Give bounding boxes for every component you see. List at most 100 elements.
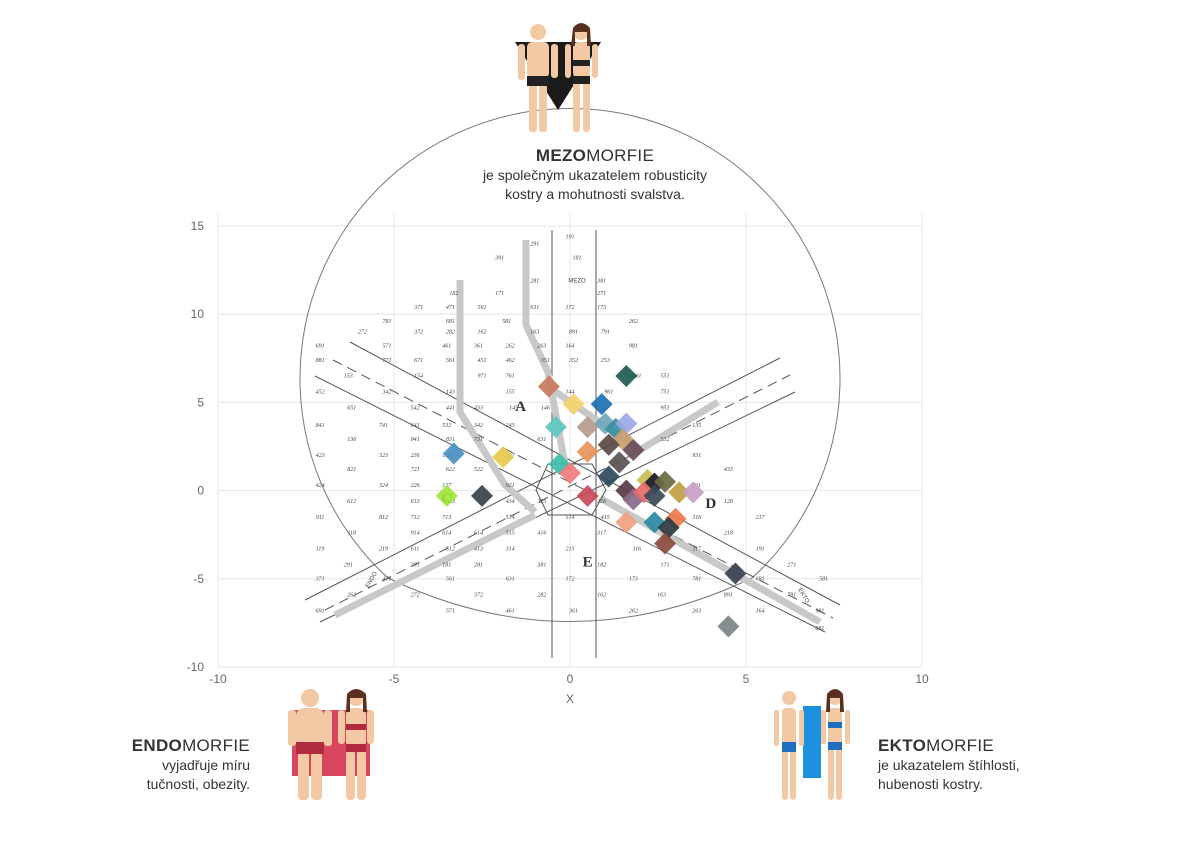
somatotype-code-label: 391: [494, 256, 504, 262]
data-point[interactable]: [576, 416, 599, 439]
somatotype-code-label: 761: [506, 374, 515, 380]
somatotype-code-label: 961: [604, 390, 613, 396]
data-point[interactable]: [597, 433, 620, 456]
data-point[interactable]: [615, 412, 638, 435]
somatotype-code-label: 191: [566, 234, 575, 240]
somatotype-code-label: 452: [316, 389, 325, 396]
data-point[interactable]: [590, 393, 613, 416]
somatotype-code-label: 931: [692, 453, 701, 459]
data-point[interactable]: [654, 532, 677, 555]
somatotype-code-label: 691: [316, 608, 325, 614]
ektomorphy-text-line-2: hubenosti kostry.: [878, 776, 983, 792]
data-point[interactable]: [643, 484, 666, 507]
somatotype-code-label: 571: [446, 608, 455, 614]
somatotype-code-label: 741: [379, 422, 388, 429]
somatotype-code-label: 272: [411, 592, 420, 598]
data-point[interactable]: [622, 439, 645, 462]
data-point[interactable]: [576, 440, 599, 463]
y-tick-label: 15: [191, 219, 205, 233]
somatotype-code-label: 282: [446, 330, 455, 336]
somatotype-code-label: 163: [530, 330, 539, 336]
endomorphy-title: ENDOMORFIE: [131, 736, 250, 755]
data-point[interactable]: [435, 484, 458, 507]
somatotype-code-label: 451: [478, 357, 487, 364]
data-point[interactable]: [492, 446, 515, 469]
somatotype-code-label: 145: [509, 404, 518, 411]
somatotype-code-label: 372: [473, 592, 483, 598]
somatotype-code-label: 471: [382, 576, 391, 583]
somatotype-code-label: 316: [691, 515, 701, 521]
data-point[interactable]: [471, 484, 493, 507]
somatotype-code-label: 391: [410, 562, 420, 568]
data-point[interactable]: [544, 416, 567, 439]
somatotype-code-label: 981: [629, 344, 638, 350]
somatotype-code-label: 136: [347, 437, 356, 443]
endo-axis-line-1: [304, 357, 781, 601]
data-point[interactable]: [615, 364, 638, 387]
data-point[interactable]: [682, 481, 705, 504]
somatotype-code-label: 164: [566, 343, 575, 350]
somatotype-code-label: 981: [815, 608, 824, 614]
data-point[interactable]: [608, 451, 631, 474]
data-point[interactable]: [717, 615, 740, 638]
somatotype-code-label: 631: [537, 437, 546, 443]
somatotype-code-label: 771: [382, 358, 391, 364]
lower-guide-band-left: [333, 511, 537, 619]
data-point[interactable]: [576, 484, 599, 507]
somatotype-code-label: 691: [316, 344, 325, 350]
y-tick-label: 10: [191, 307, 205, 321]
somatotype-code-label: 144: [566, 389, 575, 396]
somatotype-code-label: 342: [381, 389, 391, 396]
data-point[interactable]: [597, 465, 620, 488]
somatotype-code-label: 413: [474, 546, 483, 553]
ekto-figures-icon: [774, 689, 850, 800]
somatotype-code-label: 532: [661, 437, 670, 443]
somatotype-code-label: 415: [601, 514, 610, 521]
data-point[interactable]: [559, 461, 581, 484]
somatotype-code-label: 891: [724, 592, 733, 598]
somatotype-code-label: 751: [661, 390, 670, 396]
somatotype-code-label: 262: [629, 608, 638, 614]
somatotype-code-label: 611: [411, 547, 420, 553]
somatotype-code-label: 671: [414, 358, 423, 364]
somatotype-code-label: 262: [506, 344, 515, 350]
ekto-box-icon: [803, 706, 821, 778]
somatotype-code-label: 155: [506, 390, 515, 396]
somatotype-code-label: 282: [537, 592, 546, 598]
somatotype-code-label: 162: [478, 330, 487, 336]
somatotype-code-label: 271: [597, 291, 606, 297]
y-tick-label: 5: [197, 395, 204, 409]
y-tick-label: -5: [193, 572, 204, 586]
data-point[interactable]: [657, 516, 680, 539]
somatotype-code-label: 461: [442, 343, 451, 350]
somatotype-code-label: 135: [692, 423, 701, 429]
data-point[interactable]: [537, 375, 560, 398]
somatotype-code-label: 218: [724, 531, 733, 537]
somatotype-code-label: 881: [316, 358, 325, 364]
somatotype-code-label: 342: [473, 422, 483, 429]
somatotype-code-label: 272: [358, 330, 367, 336]
somatotype-code-label: 162: [597, 592, 606, 598]
somatotype-code-label: 243: [506, 422, 515, 429]
somatotype-code-label: 182: [449, 291, 458, 297]
x-tick-label: 5: [743, 672, 750, 686]
lower-guide-band-right: [598, 494, 822, 626]
data-point[interactable]: [724, 562, 747, 585]
data-point[interactable]: [562, 393, 585, 416]
data-point[interactable]: [654, 470, 677, 493]
y-tick-label: 0: [197, 484, 204, 498]
somatotype-code-label: 325: [536, 499, 546, 505]
somatotype-code-label: 441: [446, 404, 455, 411]
data-point[interactable]: [668, 481, 691, 504]
somatochart-bottom-arc: [387, 577, 753, 622]
data-point[interactable]: [615, 511, 638, 534]
somatotype-code-label: 381: [536, 562, 546, 568]
data-point[interactable]: [442, 442, 465, 465]
somatotype-code-label: 416: [537, 530, 546, 537]
x-tick-label: -5: [389, 672, 400, 686]
somatotype-code-label: 263: [537, 344, 546, 350]
somatotype-code-label: 461: [506, 607, 515, 614]
somatotype-code-label: 651: [347, 405, 356, 411]
